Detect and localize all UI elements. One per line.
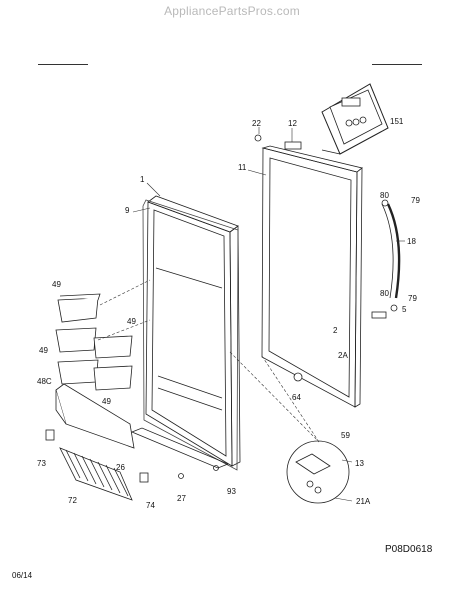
callout-80-b: 80 <box>380 289 389 298</box>
diagram-id: P08D0618 <box>385 544 433 555</box>
callout-13: 13 <box>355 459 364 468</box>
callout-73: 73 <box>37 459 46 468</box>
callout-48c: 48C <box>37 377 52 386</box>
wire-shelf <box>59 447 133 501</box>
callout-21a: 21A <box>356 497 371 506</box>
watermark-text: AppliancePartsPros.com <box>164 4 300 18</box>
gasket-strip <box>130 427 230 469</box>
callout-lines <box>132 127 405 502</box>
callout-49-c: 49 <box>39 346 48 355</box>
callout-labels: 1 2 2A 5 9 11 12 13 18 21A 22 26 27 49 4… <box>37 117 420 510</box>
callout-12: 12 <box>288 119 297 128</box>
leader-lines <box>97 279 320 443</box>
door-handle <box>381 203 401 299</box>
callout-79-b: 79 <box>408 294 417 303</box>
door-liner <box>145 195 241 467</box>
callout-2: 2 <box>333 326 338 335</box>
control-panel-inset <box>321 83 389 155</box>
callout-49-b: 49 <box>127 317 136 326</box>
callout-22: 22 <box>252 119 261 128</box>
callout-80-a: 80 <box>380 191 389 200</box>
callout-5: 5 <box>402 305 407 314</box>
callout-26: 26 <box>116 463 125 472</box>
callout-72: 72 <box>68 496 77 505</box>
callout-93: 93 <box>227 487 236 496</box>
callout-79-a: 79 <box>411 196 420 205</box>
callout-151: 151 <box>390 117 404 126</box>
small-parts <box>45 134 398 483</box>
hinge-inset <box>286 440 350 504</box>
callout-9: 9 <box>125 206 130 215</box>
callout-49-d: 49 <box>102 397 111 406</box>
door-bins <box>55 293 135 449</box>
callout-2a: 2A <box>338 351 348 360</box>
callout-11: 11 <box>238 163 247 172</box>
callout-64: 64 <box>292 393 301 402</box>
date-code: 06/14 <box>12 571 33 580</box>
callout-27: 27 <box>177 494 186 503</box>
door-gasket <box>142 199 239 471</box>
header-rule-right <box>372 64 422 65</box>
outer-door-panel <box>261 145 363 408</box>
callout-49-a: 49 <box>52 280 61 289</box>
callout-1: 1 <box>140 175 145 184</box>
callout-74: 74 <box>146 501 155 510</box>
callout-59: 59 <box>341 431 350 440</box>
header-rule-left <box>38 64 88 65</box>
callout-18: 18 <box>407 237 416 246</box>
